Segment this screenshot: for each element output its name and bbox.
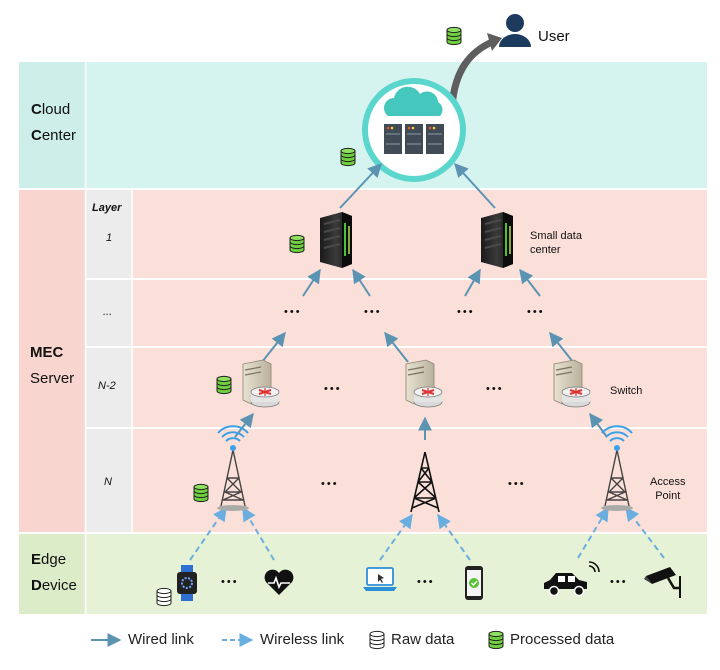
cloud-server-icon (362, 78, 466, 182)
user-label: User (538, 28, 570, 45)
user-icon (499, 14, 531, 47)
edge-device-band (19, 534, 707, 614)
ellipsis-l1-b: ••• (364, 306, 382, 318)
processed-data-icon (289, 234, 305, 254)
ellipsis-l1-d: ••• (527, 306, 545, 318)
processed-data-icon (340, 147, 356, 167)
mec-server-label: MEC Server (30, 344, 75, 387)
car-icon (544, 561, 600, 597)
access-point-label: Access Point (650, 476, 686, 502)
layer-header: Layer (92, 202, 122, 214)
ellipsis-edge-a: ••• (221, 576, 239, 588)
ellipsis-n2-b: ••• (486, 383, 504, 395)
legend-processed-data: Processed data (510, 631, 615, 648)
edge-device-label: Edge Device (31, 551, 77, 594)
legend (91, 630, 504, 650)
wireless-links (189, 506, 665, 561)
raw-data-icon (156, 587, 172, 607)
processed-data-icon (216, 375, 232, 395)
cctv-camera-icon (644, 567, 681, 598)
processed-data-icon (446, 26, 462, 46)
ellipsis-l1-a: ••• (284, 306, 302, 318)
small-data-center-icon (319, 211, 353, 269)
layer-row-ellipsis: ... (103, 306, 113, 318)
ellipsis-edge-c: ••• (610, 576, 628, 588)
ellipsis-n-a: ••• (321, 478, 339, 490)
ellipsis-l1-c: ••• (457, 306, 475, 318)
small-data-center-label: Small data center (530, 230, 582, 256)
ellipsis-n2-a: ••• (324, 383, 342, 395)
switch-label: Switch (610, 385, 643, 397)
mec-server-band (19, 190, 707, 532)
processed-data-icon (488, 630, 504, 650)
cloud-center-label: Cloud Center (31, 101, 77, 144)
cell-tower-icon (410, 451, 440, 513)
layer-row-1: 1 (106, 232, 113, 244)
layer-row-n-2: N-2 (98, 380, 116, 392)
laptop-icon (363, 567, 397, 591)
legend-wired-link: Wired link (128, 631, 194, 648)
layer-column (86, 190, 132, 532)
ellipsis-n-b: ••• (508, 478, 526, 490)
smartwatch-icon (177, 565, 197, 601)
heart-rate-icon (264, 569, 294, 595)
small-data-center-icon (480, 211, 514, 269)
legend-wireless-link: Wireless link (260, 631, 345, 648)
user-arrow (448, 38, 494, 107)
ellipsis-edge-b: ••• (417, 576, 435, 588)
raw-data-icon (369, 630, 385, 650)
processed-data-icon (193, 483, 209, 503)
wired-links (234, 162, 608, 440)
smartphone-icon (465, 566, 483, 600)
legend-raw-data: Raw data (391, 631, 455, 648)
layer-row-n: N (104, 476, 112, 488)
